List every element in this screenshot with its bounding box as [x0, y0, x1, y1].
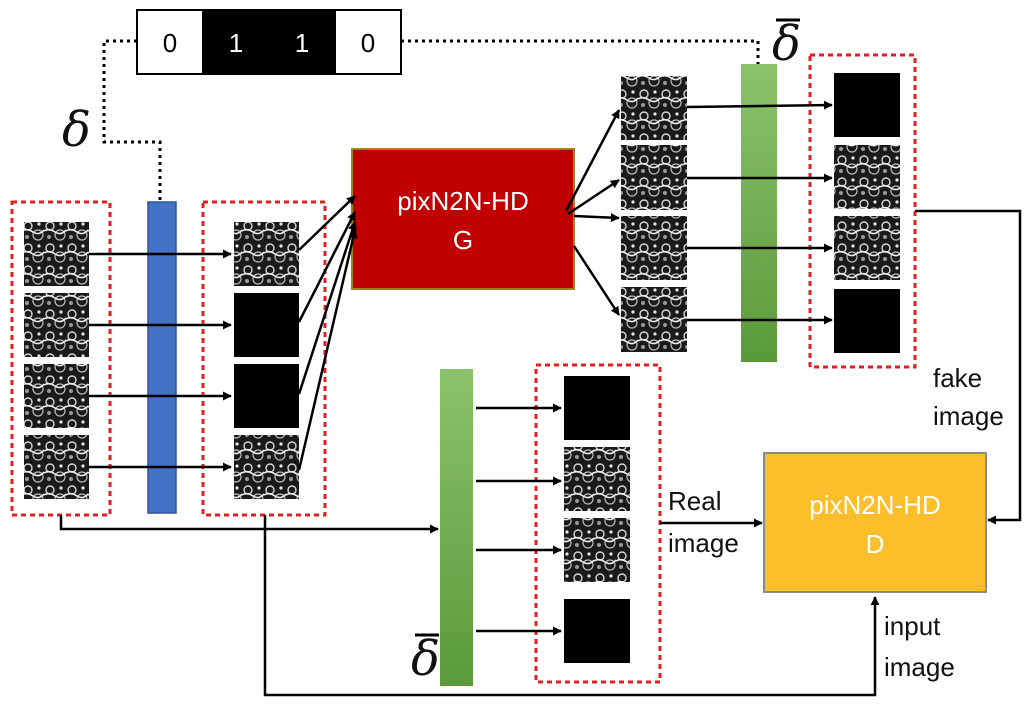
fake-tile-black — [834, 73, 900, 137]
generator-label-line2: G — [453, 225, 473, 255]
mask-bit-1-cell — [202, 9, 270, 75]
input-image-label-line2: image — [884, 652, 955, 682]
inverse-mask-bar-top — [741, 64, 777, 362]
fake-tile — [834, 216, 900, 280]
arrow — [686, 100, 833, 110]
input-set — [24, 222, 89, 499]
input-tile — [24, 293, 89, 357]
real-image-label-line1: Real — [668, 486, 721, 516]
arrow — [567, 178, 620, 216]
generated-tile — [621, 145, 687, 210]
input-tile — [24, 364, 89, 428]
arrow — [59, 515, 439, 534]
arrow — [572, 245, 621, 316]
inverse-mask-bar-bottom — [440, 369, 473, 686]
arrow — [297, 221, 357, 395]
mask-bit-0: 0 — [163, 28, 177, 58]
delta-bar-symbol-bottom: δ — [411, 631, 440, 687]
input-tile — [24, 435, 89, 499]
mask-to-dropout-dotted-line — [102, 39, 162, 200]
delta-bar-top: δ — [772, 16, 801, 72]
discriminator-box — [763, 452, 987, 593]
arrow — [298, 195, 356, 251]
real-image-label-line2: image — [668, 528, 739, 558]
masked-input-tile — [234, 222, 299, 286]
arrow — [564, 109, 621, 212]
real-tile-black — [564, 376, 630, 440]
masked-input-tile — [234, 435, 299, 499]
discriminator-label-line2: D — [866, 529, 885, 559]
mask-to-inverse-dotted-line — [401, 39, 760, 64]
mask-bit-2: 1 — [295, 28, 309, 58]
arrow — [297, 211, 357, 323]
generator-label-line1: pixN2N-HD — [397, 186, 528, 216]
arrow — [573, 213, 620, 223]
delta-symbol: δ — [62, 102, 91, 158]
arrow — [263, 515, 880, 697]
generator-box — [351, 148, 575, 290]
generated-tile — [621, 287, 687, 352]
real-tile — [564, 447, 630, 511]
input-tile — [24, 222, 89, 286]
fake-tile — [834, 145, 900, 209]
real-set — [564, 376, 630, 663]
generated-set — [621, 76, 687, 352]
real-tile — [564, 518, 630, 582]
mask-bit-3: 0 — [361, 28, 375, 58]
masked-input-tile-black — [234, 364, 299, 428]
real-tile-black — [564, 599, 630, 663]
delta-bar-symbol-top: δ — [772, 16, 801, 72]
fake-set — [834, 73, 900, 353]
delta-bar-bottom: δ — [411, 631, 440, 687]
arrow — [915, 209, 1022, 525]
discriminator-label-line1: pixN2N-HD — [809, 490, 940, 520]
arrows — [59, 100, 1022, 697]
mask-bit-1: 1 — [229, 28, 243, 58]
mask-bit-2-cell — [268, 9, 336, 75]
fake-image-label-line2: image — [933, 401, 1004, 431]
generated-tile — [621, 216, 687, 280]
mask-vector: 0 1 1 0 — [136, 9, 402, 75]
masked-input-set — [234, 222, 299, 499]
fake-image-label-line1: fake — [933, 363, 982, 393]
arrow — [297, 229, 358, 471]
fake-tile-black — [834, 289, 900, 353]
input-image-label-line1: input — [884, 611, 941, 641]
generated-tile — [621, 76, 687, 140]
masked-input-tile-black — [234, 293, 299, 357]
